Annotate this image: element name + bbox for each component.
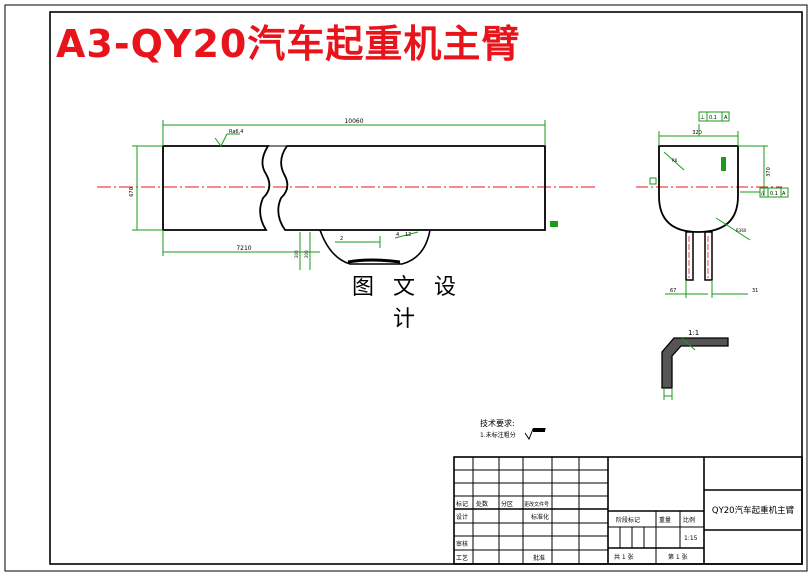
leader-a	[394, 231, 419, 239]
lug-left	[685, 231, 694, 281]
dim-top-width: 320	[692, 130, 702, 136]
tol-value-2: 0.1	[770, 191, 778, 197]
tb-sheji: 设计	[456, 513, 468, 521]
title-block-text: 标记 处数 分区 更改文件号 设计 标准化 审核 工艺 批准 阶段标记 重量 比…	[456, 500, 795, 562]
tol-frame-2	[759, 187, 789, 198]
watermark-label: 图 文 设 计	[334, 272, 480, 332]
tb-jieduan: 阶段标记	[616, 516, 640, 524]
tb-fenqu: 分区	[501, 500, 513, 508]
detail-leader	[681, 337, 696, 351]
outer-frame	[4, 4, 808, 572]
inner-frame	[49, 11, 803, 565]
lug-right	[704, 231, 713, 281]
roughness-symbol	[214, 133, 240, 147]
tb-pizhun: 批准	[533, 554, 545, 562]
main-view: 10060 Ra6.4 670 7210 2 4 12 200 200	[97, 118, 598, 270]
radius-1: R6	[672, 158, 678, 163]
tol-value-1: 0.1	[709, 115, 717, 121]
tb-gongyi: 工艺	[456, 554, 468, 562]
dim-height: 670	[129, 187, 135, 197]
end-marker	[550, 221, 558, 227]
tech-item-1: 1.未标注粗分	[480, 431, 516, 439]
dim-small-5: 200	[304, 250, 309, 258]
roughness-note: Ra6.4	[229, 129, 243, 135]
title-block	[453, 456, 803, 565]
side-view: R6 R360 320 ⊥ 0.1 A 370 // 0.1 A 67 31	[636, 111, 789, 298]
tb-sheet-no: 第 1 张	[668, 553, 688, 561]
section-profile	[658, 145, 739, 233]
section-marker	[649, 177, 657, 185]
dim-small-2: 4	[396, 232, 399, 238]
radius-2: R360	[736, 228, 747, 233]
tol-symbol-1: ⊥	[700, 114, 705, 121]
tb-gengai: 更改文件号	[524, 501, 549, 508]
tol-ref-1: A	[724, 115, 728, 121]
tb-sheets-total: 共 1 张	[614, 553, 634, 561]
dim-small-4: 200	[294, 250, 299, 258]
tb-scale-value: 1:15	[684, 535, 698, 542]
dim-small-1: 2	[340, 236, 343, 242]
tb-bili: 比例	[683, 516, 695, 524]
tol-symbol-2: //	[761, 191, 765, 197]
tol-frame-1	[698, 111, 730, 122]
dim-bottom-left: 67	[670, 288, 676, 294]
tb-biaozhunhua: 标准化	[531, 513, 549, 521]
leader-r1	[663, 151, 685, 171]
dim-bottom-right: 31	[752, 288, 758, 294]
detail-scale: 1:1	[688, 329, 699, 337]
tb-zhongliang: 重量	[659, 516, 671, 524]
section-tab	[721, 157, 726, 171]
bracket-hatch	[347, 258, 401, 264]
tb-shenhe: 审核	[456, 540, 468, 548]
boom-left-section	[162, 145, 271, 231]
tech-fill-mark	[533, 428, 545, 432]
leader-r2	[715, 217, 751, 241]
tol-ref-2: A	[782, 191, 786, 197]
tb-chushu: 处数	[476, 500, 488, 508]
tech-heading: 技术要求:	[480, 418, 515, 428]
drawing-title-banner: A3-QY20汽车起重机主臂	[56, 22, 521, 66]
lower-bracket	[319, 229, 431, 265]
tech-requirements: 技术要求: 1.未标注粗分	[480, 418, 546, 441]
dim-overall-length: 10060	[344, 118, 363, 125]
dim-right-height: 370	[766, 167, 772, 177]
tb-drawing-name: QY20汽车起重机主臂	[712, 505, 795, 516]
detail-view: 1:1	[661, 329, 729, 400]
dim-partial-length: 7210	[236, 245, 251, 252]
boom-right-section	[277, 145, 546, 231]
tb-biaoji: 标记	[456, 500, 468, 508]
detail-profile	[661, 337, 729, 389]
dim-small-3: 12	[405, 232, 411, 238]
